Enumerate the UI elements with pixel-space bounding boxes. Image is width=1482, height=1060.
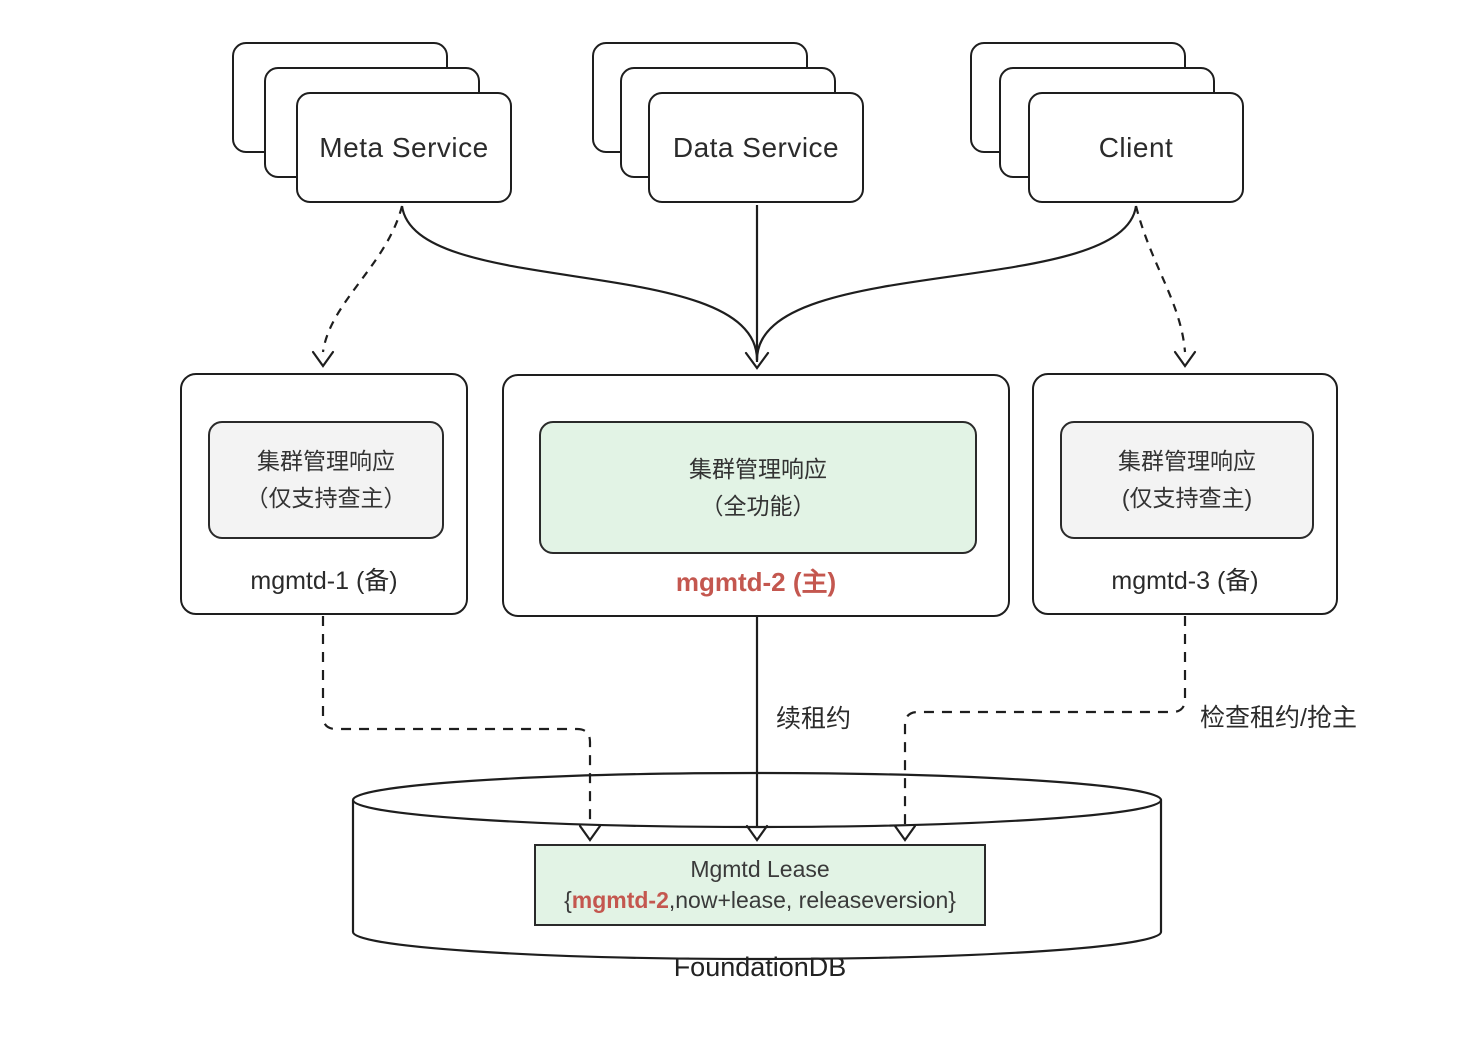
mgmtd-1-capability-line2: （仅支持查主） — [245, 485, 407, 511]
mgmtd-1-capability-line1: 集群管理响应 — [257, 448, 395, 474]
client-label: Client — [1098, 131, 1174, 163]
client-card: Client — [1028, 92, 1244, 203]
mgmtd-3-capability-line1: 集群管理响应 — [1118, 448, 1256, 474]
meta-service-card: Meta Service — [296, 92, 512, 203]
edge-client-to-mgmtd2 — [755, 205, 1138, 361]
mgmtd-1-node: 集群管理响应 （仅支持查主） mgmtd-1 (备) — [180, 373, 468, 615]
arrowhead-mgmtd2-top-icon — [744, 351, 770, 370]
mgmtd-2-capability-line1: 集群管理响应 — [689, 455, 827, 482]
data-service-card: Data Service — [648, 92, 864, 203]
edge-client-to-mgmtd3 — [1134, 205, 1187, 353]
meta-service-label: Meta Service — [319, 131, 489, 163]
mgmtd-3-label: mgmtd-3 (备) — [1111, 567, 1259, 595]
mgmtd-1-capability-box: 集群管理响应 （仅支持查主） — [208, 421, 444, 539]
edge-meta-to-mgmtd1 — [321, 205, 404, 353]
edge-meta-to-mgmtd2 — [400, 205, 759, 361]
check-lease-edge-label: 检查租约/抢主 — [1200, 704, 1357, 732]
mgmtd-lease-box: Mgmtd Lease {mgmtd-2,now+lease, releasev… — [534, 844, 986, 926]
mgmtd-2-capability-box: 集群管理响应 （全功能） — [539, 421, 977, 554]
mgmtd-3-capability-box: 集群管理响应 (仅支持查主) — [1060, 421, 1314, 539]
data-service-label: Data Service — [672, 131, 840, 163]
renew-lease-edge-label: 续租约 — [776, 705, 852, 733]
lease-value-prefix: { — [564, 887, 572, 913]
mgmtd-3-capability-line2: (仅支持查主) — [1121, 485, 1253, 511]
mgmtd-2-node: 集群管理响应 （全功能） mgmtd-2 (主) — [502, 374, 1010, 617]
edge-mgmtd1-to-fdb — [321, 616, 592, 826]
arrowhead-fdb-right-icon — [893, 824, 917, 842]
mgmtd-2-label: mgmtd-2 (主) — [675, 567, 837, 597]
mgmtd-lease-title: Mgmtd Lease — [690, 856, 830, 882]
mgmtd-3-node: 集群管理响应 (仅支持查主) mgmtd-3 (备) — [1032, 373, 1338, 615]
arrowhead-mgmtd1-top-icon — [311, 350, 335, 368]
foundationdb-label: FoundationDB — [673, 952, 847, 982]
lease-value-primary-id: mgmtd-2 — [571, 887, 669, 913]
arrowhead-fdb-left-icon — [578, 824, 602, 842]
arrowhead-fdb-center-icon — [745, 824, 769, 842]
mgmtd-lease-value: {mgmtd-2,now+lease, releaseversion} — [564, 885, 956, 916]
lease-value-suffix: ,now+lease, releaseversion} — [668, 887, 956, 913]
arrowhead-mgmtd3-top-icon — [1173, 350, 1197, 368]
mgmtd-2-capability-line2: （全功能） — [700, 492, 816, 519]
mgmtd-1-label: mgmtd-1 (备) — [250, 567, 398, 595]
